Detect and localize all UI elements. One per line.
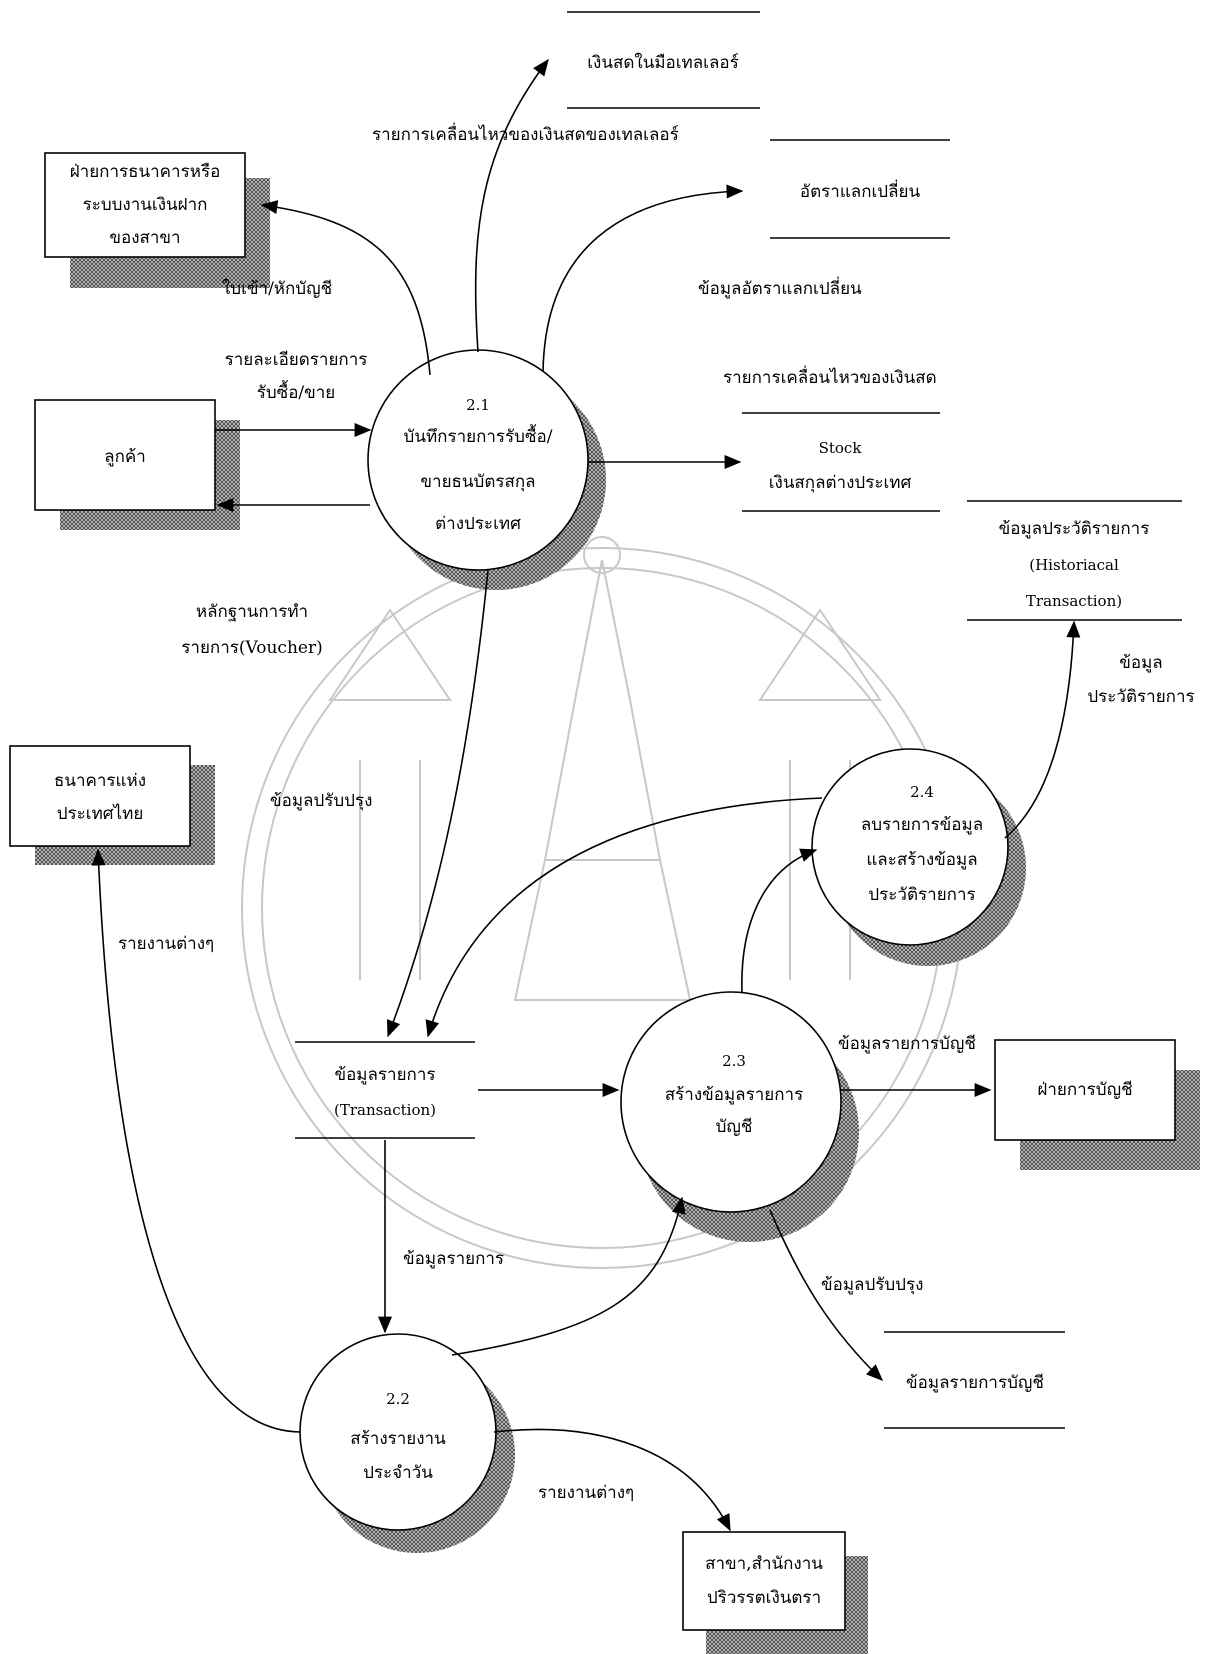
entity-label: ฝ่ายการธนาคารหรือ — [70, 162, 221, 182]
entity-label: ประเทศไทย — [57, 803, 144, 824]
store-label: ข้อมูลรายการ — [334, 1065, 435, 1085]
flow-label: ข้อมูลปรับปรุง — [270, 791, 372, 811]
process-label: สร้างรายงาน — [350, 1429, 446, 1449]
store-label: อัตราแลกเปลี่ยน — [800, 179, 921, 202]
flow-label: ข้อมูลรายการบัญชี — [838, 1034, 976, 1054]
flow-p21-to-transaction — [386, 569, 489, 1038]
entity-branch-deposit: ฝ่ายการธนาคารหรือ ระบบงานเงินฝาก ของสาขา — [44, 152, 246, 258]
process-2-4: 2.4 ลบรายการข้อมูล และสร้างข้อมูล ประวัต… — [811, 748, 1009, 946]
store-label: เงินสดในมือเทลเลอร์ — [587, 52, 739, 73]
store-stock: Stock เงินสกุลต่างประเทศ — [742, 412, 940, 512]
flow-label: รับซื้อ/ขาย — [257, 380, 336, 403]
entity-label: ฝ่ายการบัญชี — [1037, 1080, 1132, 1100]
process-2-2: 2.2 สร้างรายงาน ประจำวัน — [299, 1333, 497, 1531]
entity-label: ระบบงานเงินฝาก — [83, 195, 208, 215]
flow-p23-to-account-txn — [769, 1209, 884, 1381]
entity-label: ลูกค้า — [104, 447, 146, 467]
flow-label: ข้อมูลรายการ — [403, 1249, 504, 1269]
flow-label: ข้อมูลอัตราแลกเปลี่ยน — [698, 276, 862, 299]
flow-label: รายงานต่างๆ — [118, 934, 214, 954]
entity-bank-of-thailand: ธนาคารแห่ง ประเทศไทย — [9, 745, 191, 847]
flow-p24-to-transaction — [425, 797, 823, 1038]
flow-p23-to-p24 — [741, 848, 818, 993]
process-id: 2.3 — [722, 1052, 746, 1070]
flow-label: รายการเคลื่อนไหวของเงินสด — [723, 365, 937, 388]
process-label: สร้างข้อมูลรายการ — [665, 1085, 803, 1105]
store-teller-cash: เงินสดในมือเทลเลอร์ — [567, 11, 760, 109]
flow-label: ข้อมูลปรับปรุง — [821, 1275, 923, 1295]
entity-label: ปริวรรตเงินตรา — [707, 1588, 821, 1608]
entity-label: ของสาขา — [109, 228, 180, 248]
store-label: เงินสกุลต่างประเทศ — [769, 473, 912, 493]
flow-p22-to-p23 — [451, 1196, 686, 1356]
process-label: ลบรายการข้อมูล — [861, 815, 983, 835]
process-label: บันทึกรายการรับซื้อ/ — [404, 424, 553, 447]
entity-label: สาขา,สำนักงาน — [705, 1554, 823, 1574]
store-account-txn: ข้อมูลรายการบัญชี — [884, 1331, 1065, 1429]
store-transaction: ข้อมูลรายการ (Transaction) — [295, 1041, 475, 1139]
process-label: ประวัติรายการ — [868, 885, 975, 905]
process-id: 2.1 — [466, 396, 490, 414]
store-history: ข้อมูลประวัติรายการ (Historiacal Transac… — [967, 500, 1182, 621]
process-2-3: 2.3 สร้างข้อมูลรายการ บัญชี — [620, 991, 842, 1213]
store-label: (Historiacal — [1029, 556, 1119, 574]
entity-branch-fx-office: สาขา,สำนักงาน ปริวรรตเงินตรา — [682, 1531, 846, 1631]
flow-label: รายงานต่างๆ — [538, 1483, 634, 1503]
store-label: Transaction) — [1026, 592, 1122, 610]
flow-to-exchange-rate — [542, 184, 744, 373]
process-id: 2.4 — [910, 783, 934, 801]
flow-label: หลักฐานการทำ — [196, 602, 308, 622]
process-label: และสร้างข้อมูล — [866, 850, 977, 870]
process-label: ต่างประเทศ — [435, 514, 521, 534]
flows — [91, 58, 1081, 1532]
flow-label: ประวัติรายการ — [1087, 687, 1194, 707]
flow-to-branch-deposit — [260, 200, 431, 376]
process-label: บัญชี — [716, 1117, 753, 1137]
process-label: ขายธนบัตรสกุล — [420, 472, 535, 492]
process-2-1: 2.1 บันทึกรายการรับซื้อ/ ขายธนบัตรสกุล ต… — [367, 349, 589, 571]
entity-customer: ลูกค้า — [34, 399, 216, 511]
flow-label: รายละเอียดรายการ — [225, 350, 368, 370]
entity-accounting-dept: ฝ่ายการบัญชี — [994, 1039, 1176, 1141]
store-label: ข้อมูลประวัติรายการ — [999, 519, 1150, 539]
process-id: 2.2 — [386, 1390, 410, 1408]
store-exchange-rate: อัตราแลกเปลี่ยน — [770, 139, 950, 239]
store-label: (Transaction) — [334, 1101, 436, 1119]
flow-label: ข้อมูล — [1119, 653, 1162, 673]
entity-label: ธนาคารแห่ง — [54, 771, 146, 791]
flow-labels: รายการเคลื่อนไหวของเงินสดของเทลเลอร์ ใบเ… — [118, 122, 1195, 1503]
flow-label: รายการ(Voucher) — [181, 638, 322, 658]
flow-p22-to-branch-fx — [493, 1428, 731, 1532]
store-label: Stock — [819, 439, 863, 457]
flow-p24-to-history — [1004, 620, 1081, 839]
flow-label: รายการเคลื่อนไหวของเงินสดของเทลเลอร์ — [372, 122, 679, 145]
store-label: ข้อมูลรายการบัญชี — [906, 1373, 1044, 1393]
flow-to-teller-cash — [474, 58, 549, 353]
flow-label: ใบเข้า/หักบัญชี — [222, 278, 332, 299]
flow-p22-to-bank-of-thailand — [91, 848, 301, 1433]
process-label: ประจำวัน — [363, 1463, 433, 1483]
